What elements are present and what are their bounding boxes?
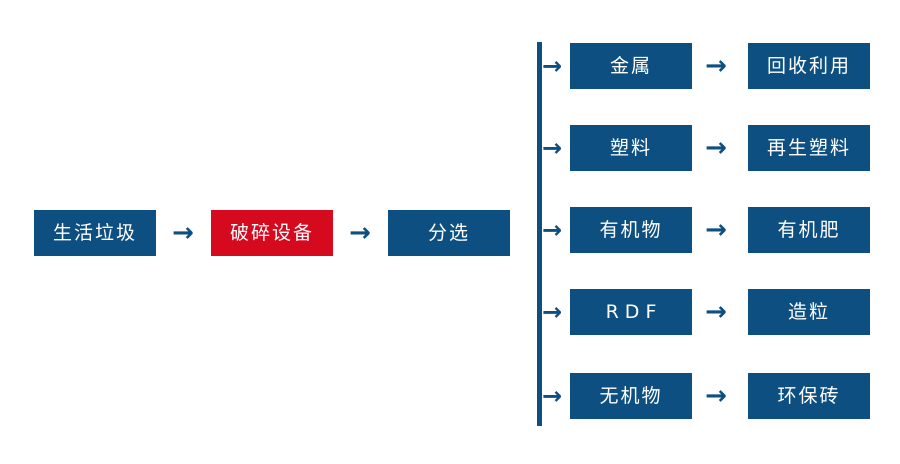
branch-output-plastic[interactable]: 塑料	[570, 125, 692, 171]
branch-product-eco-brick[interactable]: 环保砖	[748, 373, 870, 419]
branch-arrow-right-icon-2: →	[541, 134, 563, 162]
branch-output-rdf[interactable]: RDF	[570, 289, 692, 335]
branch-arrow-right-icon-4: →	[541, 298, 563, 326]
branch-product-granulation[interactable]: 造粒	[748, 289, 870, 335]
branch-arrow-right-icon-5: →	[541, 382, 563, 410]
arrow-right-icon-branch-1: →	[705, 51, 727, 81]
branch-product-regenerated-plastic[interactable]: 再生塑料	[748, 125, 870, 171]
node-sorting[interactable]: 分选	[388, 210, 510, 256]
trunk-vertical-line	[537, 42, 542, 426]
arrow-right-icon-main-2: →	[349, 218, 371, 248]
branch-arrow-right-icon-1: →	[541, 52, 563, 80]
node-household-waste[interactable]: 生活垃圾	[34, 210, 156, 256]
branch-output-organic-matter[interactable]: 有机物	[570, 207, 692, 253]
arrow-right-icon-branch-4: →	[705, 297, 727, 327]
arrow-right-icon-branch-5: →	[705, 381, 727, 411]
branch-arrow-right-icon-3: →	[541, 216, 563, 244]
branch-output-metal[interactable]: 金属	[570, 43, 692, 89]
arrow-right-icon-main-1: →	[172, 218, 194, 248]
branch-output-inorganic-matter[interactable]: 无机物	[570, 373, 692, 419]
branch-product-organic-fertilizer[interactable]: 有机肥	[748, 207, 870, 253]
branch-product-recycling[interactable]: 回收利用	[748, 43, 870, 89]
arrow-right-icon-branch-2: →	[705, 133, 727, 163]
arrow-right-icon-branch-3: →	[705, 215, 727, 245]
node-crushing-equipment[interactable]: 破碎设备	[211, 210, 333, 256]
